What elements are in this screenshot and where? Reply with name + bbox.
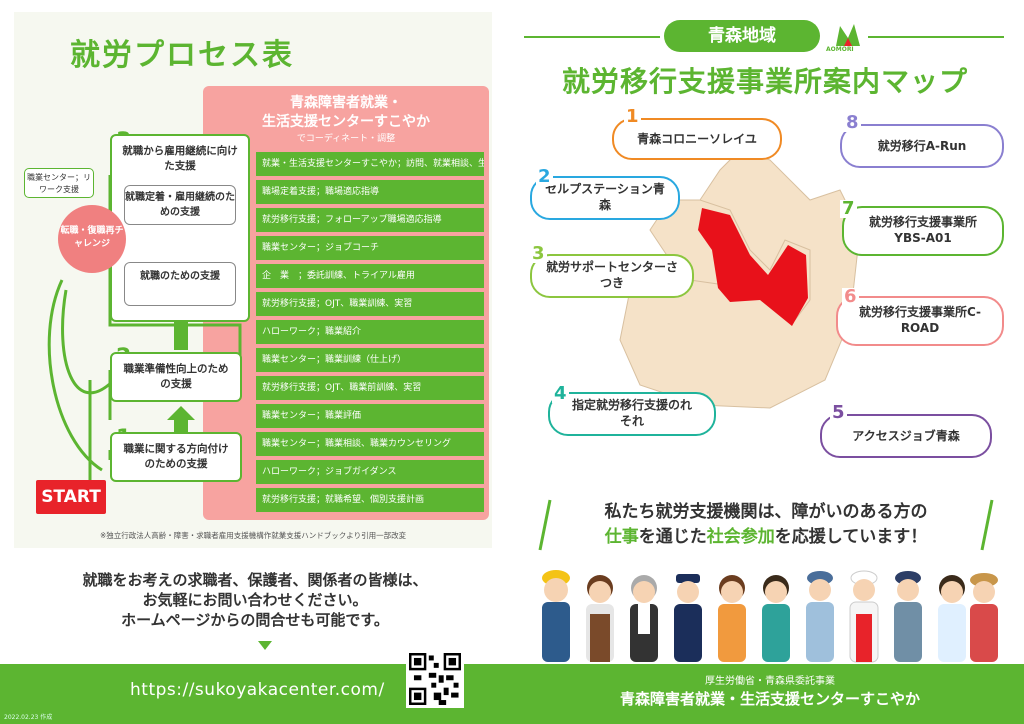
org-6-box: 就労移行支援事業所C-ROAD bbox=[836, 296, 1004, 346]
aomori-map bbox=[619, 149, 861, 409]
contact-message: 就職をお考えの求職者、保護者、関係者の皆様は、 お気軽にお問い合わせください。 … bbox=[40, 570, 470, 630]
region-label: 青森地域 bbox=[664, 20, 820, 52]
divider bbox=[524, 36, 660, 38]
support-message: 私たち就労支援機関は、障がいのある方の 仕事を通じた社会参加を応援しています！ bbox=[546, 500, 986, 550]
message-emphasis-social: 社会参加 bbox=[706, 527, 775, 547]
stage-2-box: 職業準備性向上のための支援 bbox=[110, 352, 242, 402]
message-line-1: 私たち就労支援機関は、障がいのある方の bbox=[604, 502, 928, 522]
support-bar: 就労移行支援；フォローアップ職場適応指導 bbox=[256, 208, 484, 232]
source-note: ※独立行政法人高齢・障害・求職者雇用支援機構作就業支援ハンドブックより引用一部改… bbox=[100, 531, 407, 540]
contact-line-1: 就職をお考えの求職者、保護者、関係者の皆様は、 bbox=[82, 571, 428, 589]
aomori-logo-icon bbox=[836, 24, 860, 46]
qr-code-icon[interactable] bbox=[406, 650, 464, 708]
date-note: 2022.02.23 作成 bbox=[4, 714, 53, 721]
support-bar: 就業・生活支援センターすこやか；訪問、就業相談、生活助言 bbox=[256, 152, 484, 176]
org-5-box: アクセスジョブ青森 bbox=[820, 414, 992, 458]
org-2-box: セルプステーション青森 bbox=[530, 176, 680, 220]
message-text: を応援しています！ bbox=[774, 527, 928, 547]
org-7-box: 就労移行支援事業所YBS-A01 bbox=[842, 206, 1004, 256]
support-bar: 就労移行支援；就職希望、個別支援計画 bbox=[256, 488, 484, 512]
org-5-number: 5 bbox=[830, 402, 847, 423]
org-4-number: 4 bbox=[552, 383, 569, 404]
org-1-number: 1 bbox=[624, 106, 641, 127]
org-8-box: 就労移行A-Run bbox=[840, 124, 1004, 168]
support-bar: 企 業 ；委託訓練、トライアル雇用 bbox=[256, 264, 484, 288]
support-center-title-line1: 青森障害者就業・ bbox=[290, 95, 402, 111]
down-arrow-icon bbox=[258, 641, 272, 650]
org-2-number: 2 bbox=[536, 166, 553, 187]
rework-bubble: 職業センター；リワーク支援 bbox=[24, 168, 94, 198]
contact-line-2: お気軽にお問い合わせください。 bbox=[142, 591, 368, 609]
support-bar: 職業センター；ジョブコーチ bbox=[256, 236, 484, 260]
message-text: を通じた bbox=[638, 527, 707, 547]
commission-note: 厚生労働省・青森県委託事業 bbox=[705, 676, 835, 687]
retention-support-box: 就職定着・雇用継続のための支援 bbox=[124, 185, 236, 225]
rechallenge-circle: 転職・復職再チャレンジ bbox=[58, 205, 126, 273]
support-bar: ハローワーク；ジョブガイダンス bbox=[256, 460, 484, 484]
stage-1-box: 職業に関する方向付けのための支援 bbox=[110, 432, 242, 482]
job-support-box: 就職のための支援 bbox=[124, 262, 236, 306]
map-title: 就労移行支援事業所案内マップ bbox=[561, 65, 968, 98]
coordinate-note: でコーディネート・調整 bbox=[296, 134, 396, 144]
support-center-title: 青森障害者就業・ 生活支援センターすこやか bbox=[210, 94, 482, 132]
support-center-title-line2: 生活支援センターすこやか bbox=[262, 114, 430, 130]
org-4-box: 指定就労移行支援のれそれ bbox=[548, 392, 716, 436]
message-slashes bbox=[538, 499, 994, 551]
footer-bar bbox=[0, 664, 1024, 724]
footer-org-name: 青森障害者就業・生活支援センターすこやか bbox=[619, 690, 920, 708]
contact-line-3: ホームページからの問合せも可能です。 bbox=[121, 611, 389, 629]
start-badge: START bbox=[36, 480, 106, 514]
support-bar: ハローワーク；職業紹介 bbox=[256, 320, 484, 344]
org-8-number: 8 bbox=[844, 112, 861, 133]
org-3-box: 就労サポートセンターさつき bbox=[530, 254, 694, 298]
support-bar: 職業センター；職業訓練（仕上げ） bbox=[256, 348, 484, 372]
support-bar: 職業センター；職業相談、職業カウンセリング bbox=[256, 432, 484, 456]
org-6-number: 6 bbox=[842, 286, 859, 307]
stage-3-label: 就職から雇用継続に向けた支援 bbox=[122, 145, 238, 172]
process-title: 就労プロセス表 bbox=[70, 38, 294, 73]
website-link[interactable]: https://sukoyakacenter.com/ bbox=[130, 680, 385, 700]
logo-text: AOMORI bbox=[826, 46, 854, 53]
message-line-2: 仕事を通じた社会参加を応援しています！ bbox=[546, 525, 986, 550]
divider bbox=[868, 36, 1004, 38]
support-bar: 職業センター；職業評価 bbox=[256, 404, 484, 428]
org-7-number: 7 bbox=[840, 198, 857, 219]
org-3-number: 3 bbox=[530, 243, 547, 264]
support-bar: 就労移行支援；OJT、職業訓練、実習 bbox=[256, 292, 484, 316]
support-bar: 就労移行支援；OJT、職業前訓練、実習 bbox=[256, 376, 484, 400]
workers-illustration bbox=[542, 570, 998, 663]
message-emphasis-work: 仕事 bbox=[604, 527, 639, 547]
support-bar: 職場定着支援；職場適応指導 bbox=[256, 180, 484, 204]
